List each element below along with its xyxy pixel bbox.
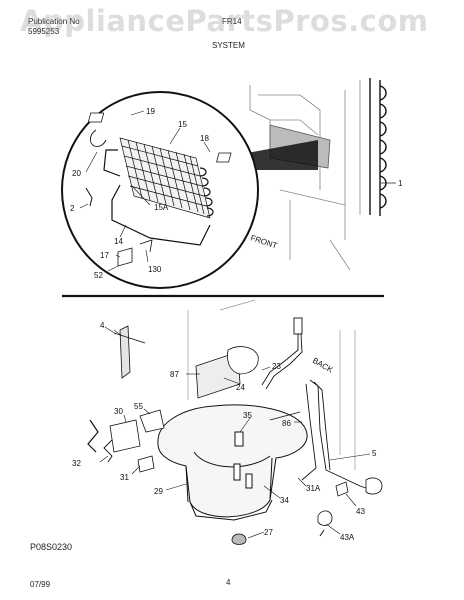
condenser-coil	[119, 137, 211, 219]
callout-4: 4	[100, 321, 105, 330]
callout-5: 5	[372, 449, 377, 458]
callout-130: 130	[148, 265, 162, 274]
part-4	[119, 325, 131, 379]
callout-34: 34	[280, 496, 289, 505]
power-cord	[269, 379, 373, 491]
watermark: AppliancePartsPros.com	[20, 4, 429, 38]
callout-27: 27	[264, 528, 273, 537]
pointer-wedge	[236, 140, 318, 170]
compressor	[157, 404, 308, 521]
callout-55: 55	[134, 402, 143, 411]
section-title: SYSTEM	[212, 41, 245, 50]
cabinet-outline-bottom	[187, 299, 356, 470]
door-gasket	[369, 78, 387, 216]
page-number: 4	[226, 578, 231, 587]
callout-20: 20	[72, 169, 81, 178]
publication-number: 5995253	[28, 27, 60, 36]
callout-43a: 43A	[340, 533, 355, 542]
figure-code: P08S0230	[30, 542, 73, 552]
callout-35: 35	[243, 411, 252, 420]
callout-31a: 31A	[306, 484, 321, 493]
callout-43: 43	[356, 507, 365, 516]
part-30	[109, 419, 141, 453]
part-32	[87, 419, 99, 453]
front-label: FRONT	[249, 233, 278, 250]
callout-15: 15	[178, 120, 187, 129]
callout-30: 30	[114, 407, 123, 416]
callout-23: 23	[272, 362, 281, 371]
callout-29: 29	[154, 487, 163, 496]
callout-31: 31	[120, 473, 129, 482]
model-number: FR14	[222, 17, 242, 26]
publication-label: Publication No	[28, 17, 80, 26]
footer-date: 07/99	[30, 580, 51, 589]
callout-18: 18	[200, 134, 209, 143]
callout-14: 14	[114, 237, 123, 246]
callout-52: 52	[94, 271, 103, 280]
part-55	[139, 409, 165, 433]
wire-harness	[261, 317, 303, 390]
callout-2: 2	[70, 204, 75, 213]
back-label: BACK	[311, 356, 335, 375]
callout-15a: 15A	[154, 203, 169, 212]
callout-1: 1	[398, 179, 403, 188]
callout-87: 87	[170, 370, 179, 379]
callout-17: 17	[100, 251, 109, 260]
callout-24: 24	[236, 383, 245, 392]
callout-86: 86	[282, 419, 291, 428]
callout-19: 19	[146, 107, 155, 116]
callout-32: 32	[72, 459, 81, 468]
